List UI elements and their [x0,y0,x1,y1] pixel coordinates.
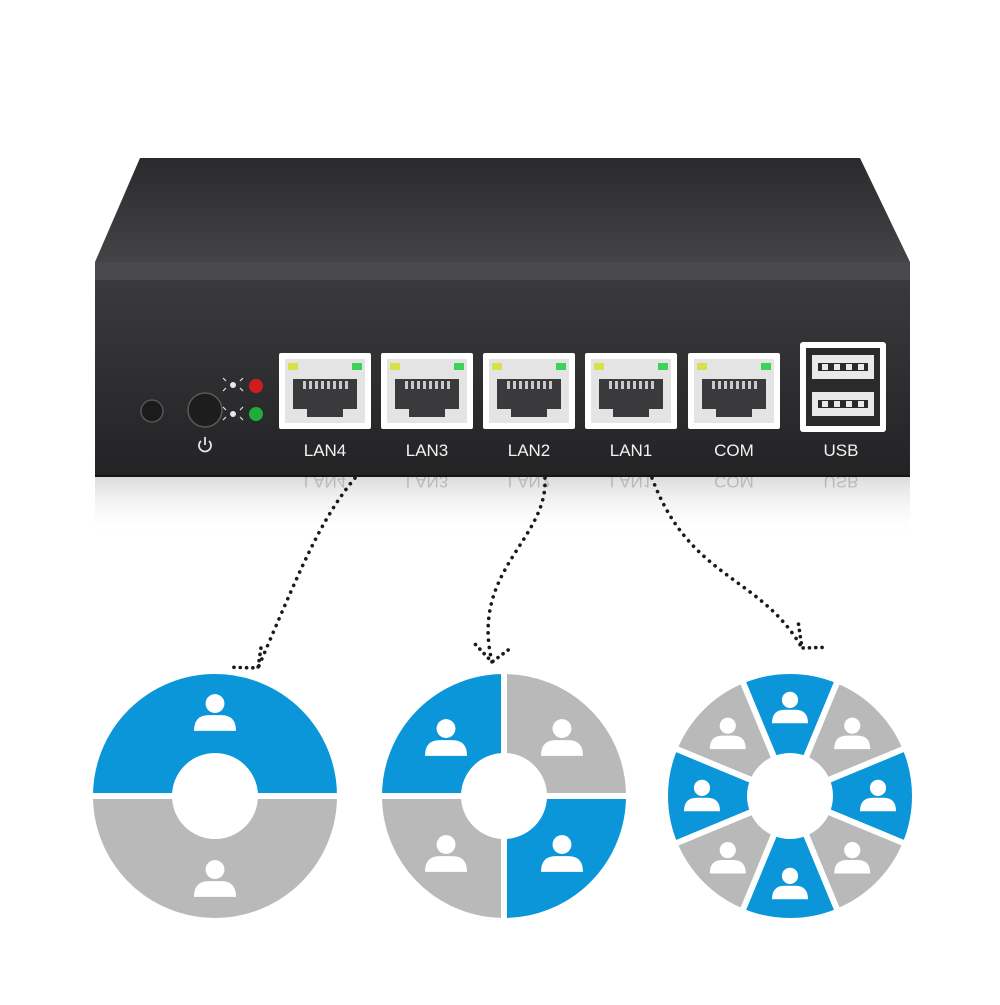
status-led-green [249,407,263,421]
user-icon [860,779,896,812]
led-icon [222,377,244,421]
usb-label: USB [824,441,859,460]
power-button[interactable] [187,392,223,428]
user-icon [540,719,583,756]
ethernet-port-icon[interactable] [585,353,677,429]
user-icon [709,842,746,874]
arrow-head-icon [232,642,264,670]
ethernet-port-icon[interactable] [381,353,473,429]
port-label: COM [714,441,754,460]
user-icon [834,717,871,750]
segment-diagram-4 [375,667,633,925]
port-label: LAN3 [406,441,449,460]
reset-button[interactable] [140,399,164,423]
ethernet-port-icon[interactable] [688,353,780,429]
device-top-edge [95,262,910,282]
ethernet-port-icon[interactable] [483,353,575,429]
dotted-connector [256,476,357,670]
mini-pc-router: LAN4 LAN3 LAN2 LAN1 COM USB [95,158,910,477]
device-top-panel [95,158,910,262]
dotted-connector [650,476,804,650]
port-label: LAN1 [610,441,653,460]
user-icon [194,860,236,897]
port-row: LAN4 LAN3 LAN2 LAN1 COM [279,353,780,460]
user-icon [425,835,468,872]
port-label: LAN4 [304,441,347,460]
user-icon [540,835,583,872]
dotted-connectors [232,476,828,670]
arrow-head-icon [796,622,828,650]
user-icon [709,717,746,750]
user-icon [425,719,468,756]
arrow-head-icon [473,642,514,665]
ethernet-port-icon[interactable] [279,353,371,429]
segment-diagram-2 [86,668,344,924]
port-label: LAN2 [508,441,551,460]
usb-port-icon[interactable] [800,342,886,432]
user-icon [772,691,808,724]
power-icon [198,437,212,453]
user-segment-diagrams [86,667,918,925]
user-icon [684,779,720,812]
segment-diagram-8 [662,668,918,924]
user-icon [194,694,236,731]
user-icon [834,842,871,874]
status-led-red [249,379,263,393]
dotted-connector [486,476,547,664]
user-icon [772,867,808,900]
